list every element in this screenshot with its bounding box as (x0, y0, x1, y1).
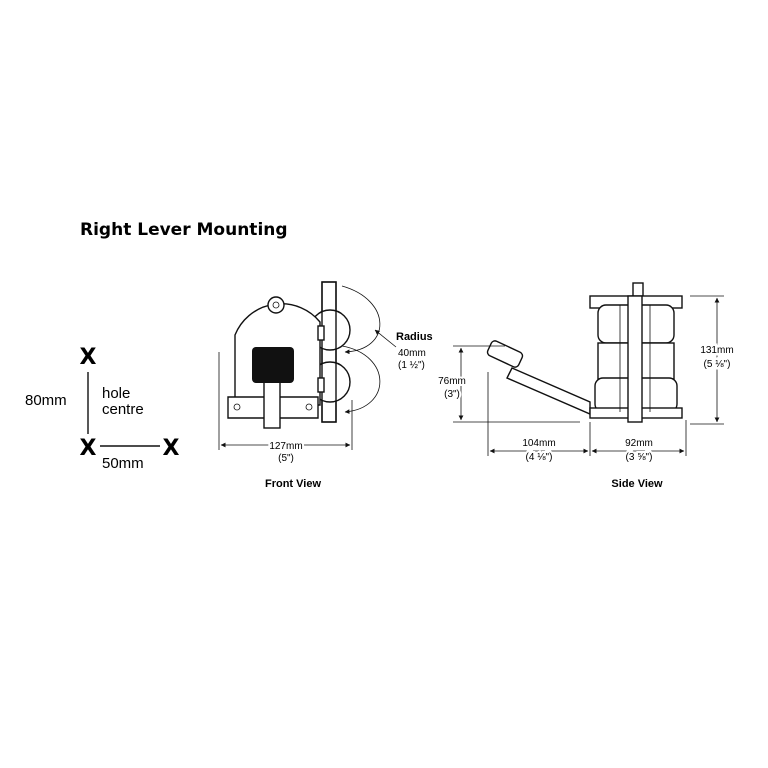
hole-mark-bottom-left: X (80, 436, 97, 461)
front-width-in: (5") (278, 453, 294, 464)
side-view-drawing: 76mm (3") 104mm (4 ⅛") 92mm (3 ⅝") 131mm… (436, 282, 736, 490)
lever-reach-in: (4 ⅛") (526, 452, 553, 463)
side-view-caption: Side View (611, 478, 663, 490)
swing-arc-lower (341, 345, 381, 415)
pump-cover (252, 347, 294, 383)
hole-mark-top: X (80, 345, 97, 370)
radius-pointer (374, 329, 397, 348)
total-height-mm: 131mm (700, 345, 733, 356)
front-view-drawing: 127mm (5") Radius 40mm (1 ½") Front View (218, 281, 433, 490)
radius-in: (1 ½") (398, 360, 425, 371)
body-width-in: (3 ⅝") (626, 452, 653, 463)
front-width-mm: 127mm (269, 441, 302, 452)
hole-template: X X X 80mm 50mm hole centre (25, 345, 180, 472)
side-lever-handle (486, 340, 524, 368)
hole-label-line2: centre (102, 401, 144, 418)
page-title: Right Lever Mounting (80, 220, 288, 240)
pump-top-boss (267, 296, 285, 314)
side-lever-arm (506, 367, 591, 416)
lever-reach-mm: 104mm (522, 438, 555, 449)
pump-pedestal (263, 379, 281, 429)
vertical-dimension: 80mm (25, 392, 67, 409)
radius-label: Radius (396, 331, 433, 343)
hole-label-line1: hole (102, 385, 130, 402)
side-height-in: (3") (444, 389, 460, 400)
front-view-caption: Front View (265, 478, 321, 490)
side-height-mm: 76mm (438, 376, 466, 387)
horizontal-dimension: 50mm (102, 455, 144, 472)
body-width-mm: 92mm (625, 438, 653, 449)
swing-arc-upper (341, 285, 381, 355)
radius-mm: 40mm (398, 348, 426, 359)
hole-mark-bottom-right: X (163, 436, 180, 461)
side-centre-shaft (627, 295, 643, 423)
total-height-in: (5 ⅛") (704, 359, 731, 370)
